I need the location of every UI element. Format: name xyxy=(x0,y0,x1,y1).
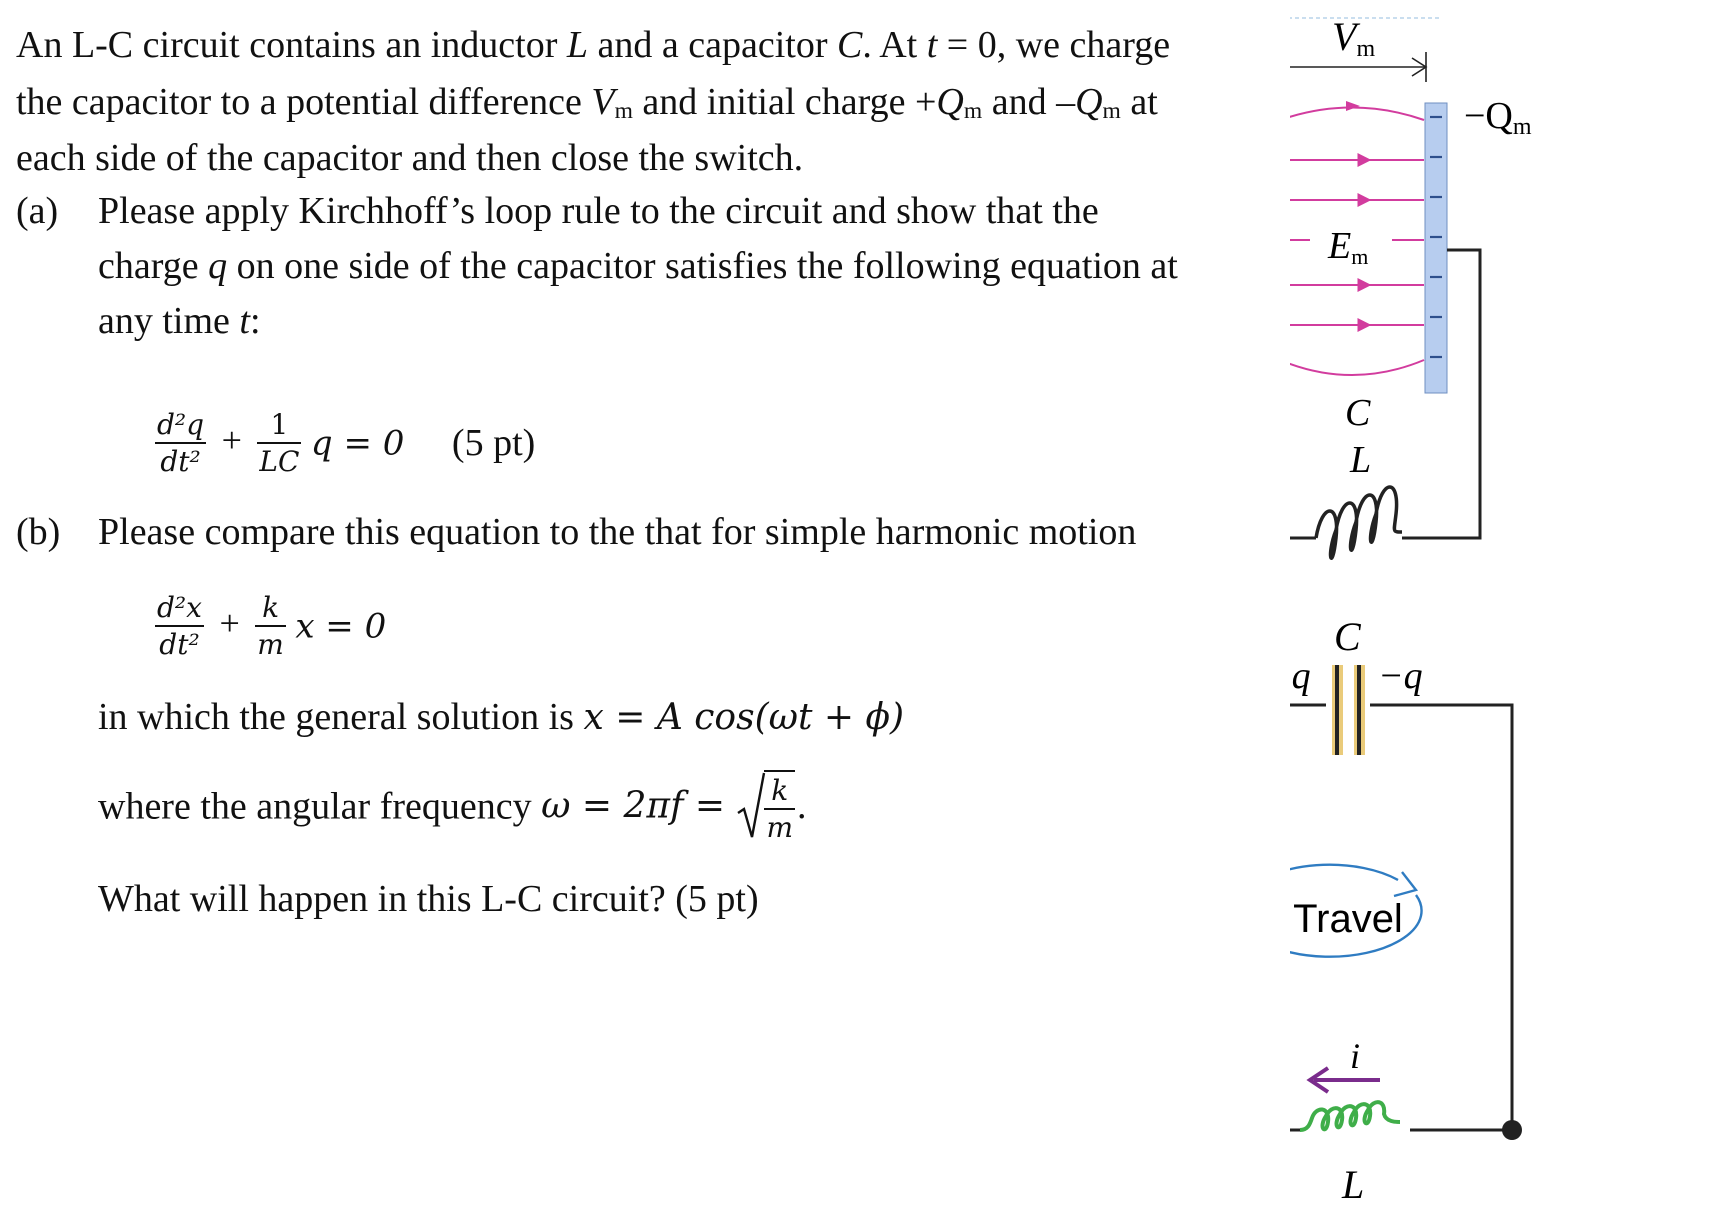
bottom-circuit-wires xyxy=(1290,703,1514,1132)
label-i: i xyxy=(1350,1036,1360,1076)
inductor-coil-icon xyxy=(1314,485,1403,560)
part-a-label: (a) xyxy=(16,190,59,232)
lc-current-figure: C +q −q Travel i L xyxy=(1290,614,1522,1207)
text: in which the general solution is xyxy=(98,696,584,738)
travel-ellipse xyxy=(1290,863,1423,958)
plus-sign: + xyxy=(219,603,240,644)
var-q: q xyxy=(208,245,228,287)
current-arrow-icon xyxy=(1306,1066,1330,1094)
travel-arrow-icon xyxy=(1393,871,1419,898)
label-plus-q: +q xyxy=(1290,655,1311,697)
denominator: m xyxy=(766,811,794,845)
text: and a capacitor xyxy=(588,24,837,66)
var-V: V xyxy=(591,81,615,123)
label-travel: Travel xyxy=(1293,897,1403,941)
numerator: 1 xyxy=(270,408,289,441)
text: at xyxy=(1120,81,1158,123)
label-minus-q: −q xyxy=(1378,655,1423,697)
label-l: L xyxy=(1341,1162,1364,1207)
var-C: C xyxy=(836,24,863,66)
question-line: What will happen in this L-C circuit? (5… xyxy=(98,878,759,920)
text: where the angular frequency xyxy=(98,785,542,828)
label-c: C xyxy=(1345,392,1371,434)
denominator: dt² xyxy=(160,445,201,479)
denominator: m xyxy=(257,628,284,662)
general-solution-line: in which the general solution is x = A c… xyxy=(98,698,904,736)
label-c: C xyxy=(1334,614,1362,659)
problem-text: An L-C circuit contains an inductor L an… xyxy=(16,26,1178,920)
equation-rest: x = 0 xyxy=(295,606,387,647)
field-arrow-icon xyxy=(1346,101,1360,111)
text: An L-C circuit contains an inductor xyxy=(16,24,567,66)
part-b-label: (b) xyxy=(16,511,61,553)
part-a-line-2: charge q on one side of the capacitor sa… xyxy=(98,247,1178,285)
text: any time xyxy=(98,300,240,342)
negative-plate xyxy=(1424,102,1448,394)
subscript: m xyxy=(963,98,983,125)
var-Q: Q xyxy=(1075,81,1103,123)
lc-circuit-figures: Vm +++ ++++ Em +Qm −Qm xyxy=(1290,14,1532,1207)
period: . xyxy=(797,785,807,828)
solution-equation: x = A cos(ωt + ϕ) xyxy=(583,697,905,738)
var-L: L xyxy=(566,24,588,66)
circuit-wires xyxy=(1290,248,1482,540)
intro-line-2: the capacitor to a potential difference … xyxy=(16,83,1158,124)
subscript: m xyxy=(1102,98,1121,125)
plus-sign: + xyxy=(221,420,242,461)
junction-dot xyxy=(1502,1120,1522,1140)
text: the capacitor to a potential difference xyxy=(16,81,592,123)
inductor-coil-icon xyxy=(1299,1100,1401,1132)
dimension-arrowhead-icon xyxy=(1411,57,1428,77)
text: . At xyxy=(862,24,927,66)
points: (5 pt) xyxy=(451,422,536,465)
part-b-line-1: Please compare this equation to the that… xyxy=(98,511,1137,553)
text: = 0, we charge xyxy=(937,24,1171,66)
var-t: t xyxy=(239,300,250,342)
var-Q: Q xyxy=(936,81,964,123)
intro-line-3: each side of the capacitor and then clos… xyxy=(16,137,804,179)
label-vm: Vm xyxy=(1332,14,1375,62)
var-t: t xyxy=(926,24,938,66)
text: and initial charge + xyxy=(632,81,937,123)
numerator: d²x xyxy=(157,591,202,624)
equation-rest: q = 0 xyxy=(310,423,405,464)
text: charge xyxy=(98,245,209,287)
text: : xyxy=(249,300,261,342)
radical-sign-icon xyxy=(737,773,766,838)
label-em: Em xyxy=(1327,225,1368,269)
charged-capacitor-figure: Vm +++ ++++ Em +Qm −Qm xyxy=(1290,14,1532,560)
text: and – xyxy=(982,81,1076,123)
numerator: k xyxy=(771,774,789,807)
label-minus-qm: −Qm xyxy=(1464,95,1532,140)
label-l: L xyxy=(1349,439,1371,481)
subscript: m xyxy=(614,98,633,125)
denominator: dt² xyxy=(159,628,200,662)
omega-equation: ω = 2πf = xyxy=(541,785,737,827)
denominator: LC xyxy=(259,445,300,479)
part-a-line-1: Please apply Kirchhoff’s loop rule to th… xyxy=(98,190,1099,232)
electric-field-lines xyxy=(1290,106,1425,376)
intro-line-1: An L-C circuit contains an inductor L an… xyxy=(16,26,1170,64)
fraction-d2x-dt2: d²x dt² xyxy=(155,593,204,660)
numerator: k xyxy=(262,591,280,624)
numerator: d²q xyxy=(157,408,205,441)
minus-signs xyxy=(1430,115,1442,359)
part-a-line-3: any time t: xyxy=(98,302,261,340)
fraction-d2q-dt2: d²q dt² xyxy=(155,408,207,479)
text: on one side of the capacitor satisfies t… xyxy=(227,245,1178,287)
